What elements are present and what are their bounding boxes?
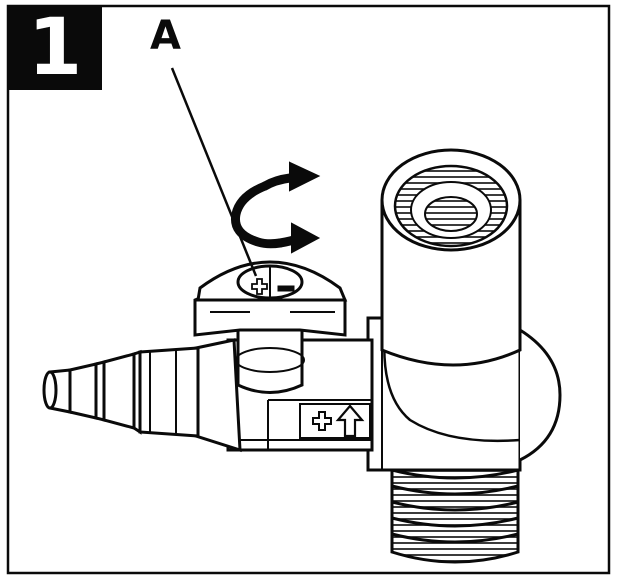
hose-barb [42, 338, 242, 453]
handle-minus-icon [277, 285, 295, 292]
flow-up-arrow-icon [335, 404, 365, 438]
bottom-threaded-outlet [390, 456, 520, 564]
valve-branch [226, 318, 374, 452]
handle-plus-icon [251, 278, 268, 295]
figure-frame [6, 4, 611, 575]
callout-label: A [150, 13, 181, 59]
curved-double-arrow-icon [230, 161, 321, 254]
flow-direction-plate [299, 403, 371, 439]
flow-plus-icon [312, 411, 332, 431]
step-number-badge: 1 [8, 6, 102, 90]
tee-fitting [366, 148, 562, 564]
callout-leader-line [170, 67, 258, 277]
valve-t-handle [193, 260, 348, 337]
